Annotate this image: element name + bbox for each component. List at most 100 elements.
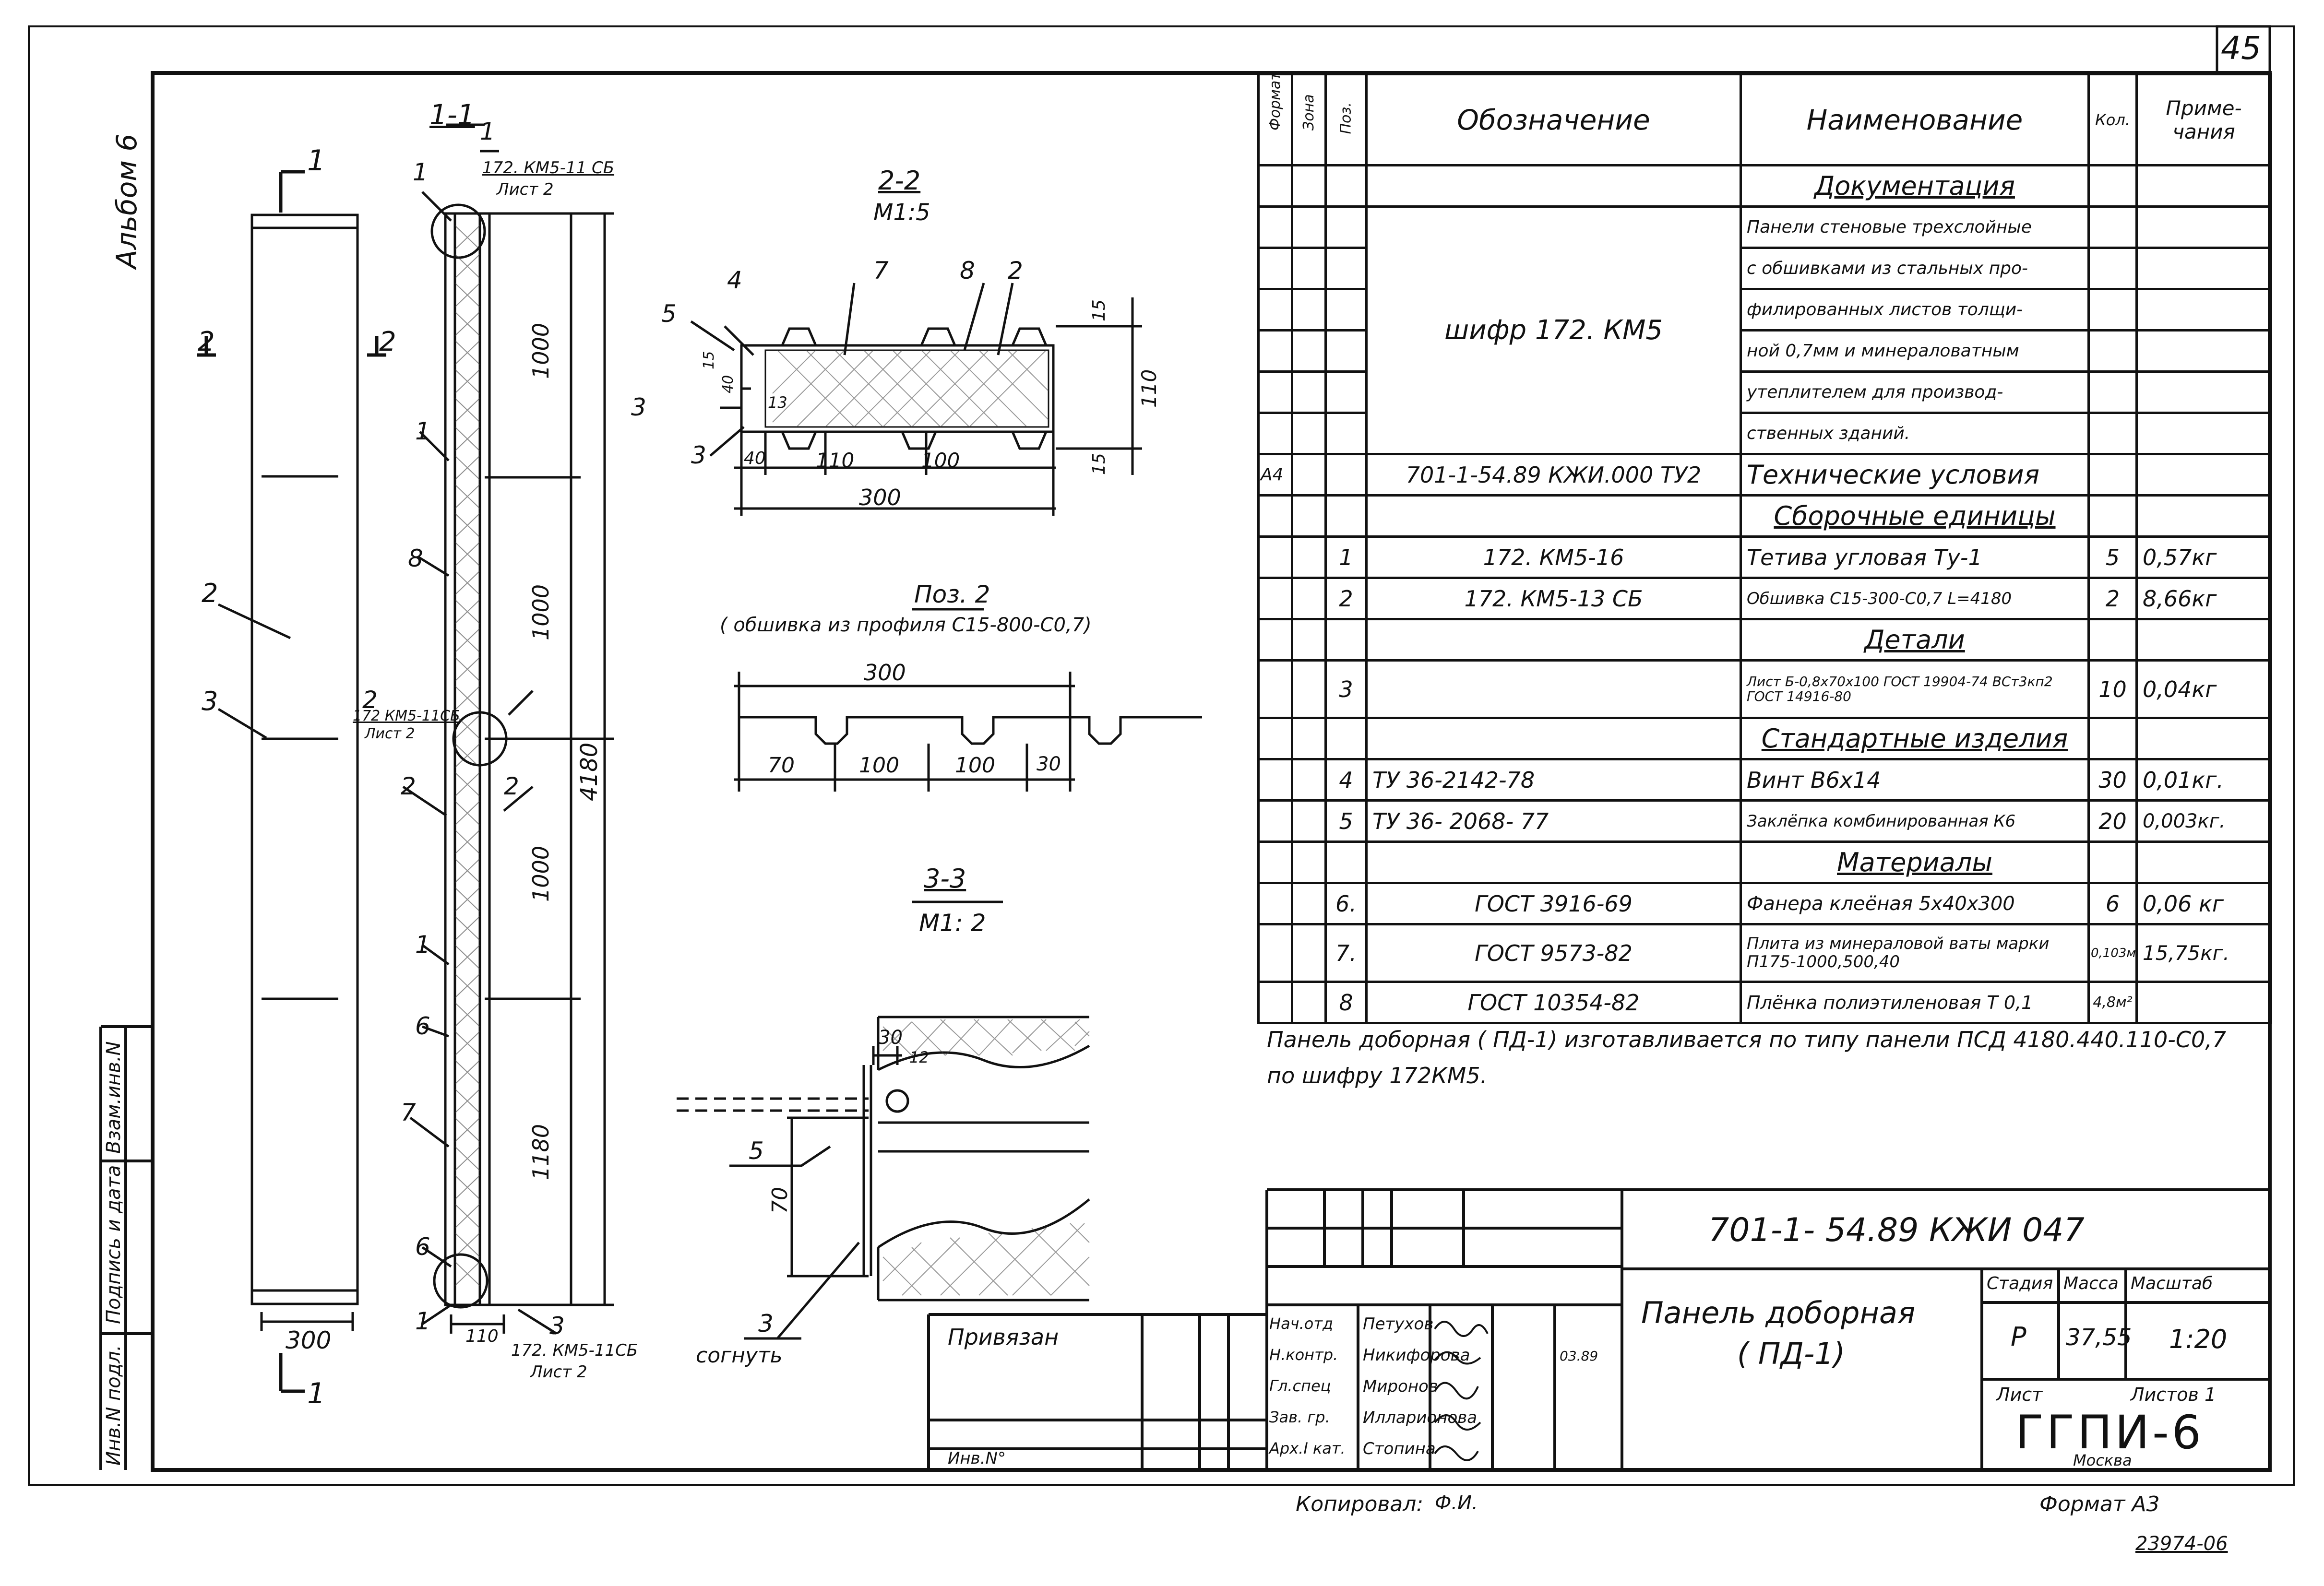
spec-designation: 172. КМ5-16 <box>1365 535 1742 579</box>
spec-qty: 2 <box>2087 577 2138 620</box>
spec-section-row: Детали <box>1257 618 2272 662</box>
section-1-1-mark: 1 <box>415 417 430 445</box>
section-1-1-mark: 2 <box>362 686 378 714</box>
spec-section-label: Стандартные изделия <box>1740 717 2090 760</box>
spec-name: ной 0,7мм и минераловатным <box>1740 329 2090 373</box>
spec-pos: 6. <box>1324 882 1368 925</box>
section-3-3-scale: М1: 2 <box>919 909 986 937</box>
spec-name: Технические условия <box>1740 453 2090 497</box>
specification-table: Формат Зона Поз. Обозначение Наименовани… <box>1257 73 2272 1024</box>
spec-col-designation: Обозначение <box>1365 73 1742 166</box>
spec-section-label: Документация <box>1740 164 2090 208</box>
spec-designation: 172. КМ5-13 СБ <box>1365 577 1742 620</box>
spec-pos: 5 <box>1324 799 1368 843</box>
spec-qty: 20 <box>2087 799 2138 843</box>
spec-designation: ГОСТ 3916-69 <box>1365 882 1742 925</box>
spec-note <box>2135 981 2272 1024</box>
section-2-2-title: 2-2 <box>878 166 921 196</box>
spec-remark-line-2: по шифру 172КМ5. <box>1267 1063 1488 1089</box>
section-1-1-title: 1-1 <box>429 98 475 131</box>
section-1-1-ref-bottom-sheet: Лист 2 <box>530 1362 587 1382</box>
section-2-2-mark: 4 <box>727 266 742 294</box>
title-code: 701-1- 54.89 КЖИ 047 <box>1708 1211 2085 1249</box>
spec-row: ной 0,7мм и минераловатным <box>1257 329 2272 373</box>
spec-name: Тетива угловая Ту-1 <box>1740 535 2090 579</box>
staff-name: Петухов <box>1363 1314 1434 1334</box>
spec-col-zone: Зона <box>1291 73 1327 166</box>
section-3-3-dim-12: 12 <box>909 1048 929 1066</box>
section-1-1-mark: 6 <box>415 1012 430 1040</box>
spec-name: Винт В6х14 <box>1740 758 2090 802</box>
section-1-1-ref-top-sheet: Лист 2 <box>497 180 554 199</box>
spec-name: Лист Б-0,8х70х100 ГОСТ 19904-74 ВСт3кп2 … <box>1740 659 2090 719</box>
mass-value: 37,55 <box>2066 1324 2132 1351</box>
signature-mark <box>1434 1321 1489 1337</box>
section-3-3-title: 3-3 <box>924 864 966 894</box>
section-1-1-mark: 1 <box>415 931 430 959</box>
elevation-pos-2: 2 <box>202 578 218 608</box>
spec-section-label: Детали <box>1740 618 2090 662</box>
section-1-1-ref-mid: 172 КМ5-11СБ <box>353 708 460 724</box>
signature-mark <box>1434 1351 1481 1365</box>
dim-100: 100 <box>921 449 960 472</box>
spec-qty: 6 <box>2087 882 2138 925</box>
scale-label: Масштаб <box>2131 1274 2213 1293</box>
section-2-2-mark: 5 <box>661 300 677 328</box>
spec-remark-line-1: Панель доборная ( ПД-1) изготавливается … <box>1267 1027 2227 1053</box>
spec-pos: 3 <box>1324 659 1368 719</box>
staff-name: Стопина <box>1363 1439 1436 1458</box>
spec-name: Заклёпка комбинированная К6 <box>1740 799 2090 843</box>
sheet-label: Лист <box>1996 1384 2043 1405</box>
spec-designation: ГОСТ 10354-82 <box>1365 981 1742 1024</box>
sheet-number: 45 <box>2221 30 2261 67</box>
spec-row: филированных листов толщи- <box>1257 288 2272 331</box>
spec-name: Панели стеновые трехслойные <box>1740 205 2090 249</box>
staff-role: Арх.I кат. <box>1269 1439 1346 1457</box>
spec-row: 3 Лист Б-0,8х70х100 ГОСТ 19904-74 ВСт3кп2… <box>1257 659 2272 719</box>
stage-value: Р <box>2011 1322 2026 1352</box>
spec-col-name: Наименование <box>1740 73 2090 166</box>
dim-13: 13 <box>768 393 787 412</box>
pos-2-dim-100-a: 100 <box>859 753 899 778</box>
dim-40: 40 <box>744 449 766 468</box>
inventory-number: 23974-06 <box>2135 1533 2228 1555</box>
spec-note: 8,66кг <box>2135 577 2272 620</box>
org-city: Москва <box>2073 1451 2132 1469</box>
spec-col-qty: Кол. <box>2087 73 2138 166</box>
copied-by-sign: Ф.И. <box>1435 1492 1478 1514</box>
spec-name: Обшивка С15-300-С0,7 L=4180 <box>1740 577 2090 620</box>
spec-section-label: Сборочные единицы <box>1740 494 2090 538</box>
pos-2-dim-100-b: 100 <box>955 753 995 778</box>
spec-format: А4 <box>1257 453 1293 497</box>
section-1-1-ref-mid-sheet: Лист 2 <box>365 725 415 742</box>
section-2-2-mark: 8 <box>960 257 975 284</box>
pos-2-dim-70: 70 <box>768 753 795 778</box>
pos-2-dim-300: 300 <box>864 660 906 686</box>
section-1-1-mark: 6 <box>415 1233 430 1261</box>
section-1-1-mark: 1 <box>480 118 495 145</box>
signature-mark <box>1434 1445 1479 1461</box>
title-name-2: ( ПД-1) <box>1737 1336 1845 1371</box>
elevation-cut-1-top: 1 <box>307 144 326 178</box>
spec-note: 0,57кг <box>2135 535 2272 579</box>
elevation-width: 300 <box>286 1326 332 1354</box>
spec-col-format: Формат <box>1257 73 1293 166</box>
spec-designation: ГОСТ 9573-82 <box>1365 923 1742 983</box>
spec-row: ственных зданий. <box>1257 412 2272 455</box>
scale-value: 1:20 <box>2169 1324 2228 1354</box>
spec-designation: шифр 172. КМ5 <box>1365 205 1742 455</box>
org-logo-text: ГГПИ-6 <box>2015 1406 2204 1459</box>
spec-note: 15,75кг. <box>2135 923 2272 983</box>
spec-designation: 701-1-54.89 КЖИ.000 ТУ2 <box>1365 453 1742 497</box>
spec-pos: 1 <box>1324 535 1368 579</box>
spec-section-row: Материалы <box>1257 840 2272 884</box>
spec-qty: 30 <box>2087 758 2138 802</box>
spec-row: утеплителем для производ- <box>1257 370 2272 414</box>
section-1-1-ref-top: 172. КМ5-11 СБ <box>482 158 615 178</box>
